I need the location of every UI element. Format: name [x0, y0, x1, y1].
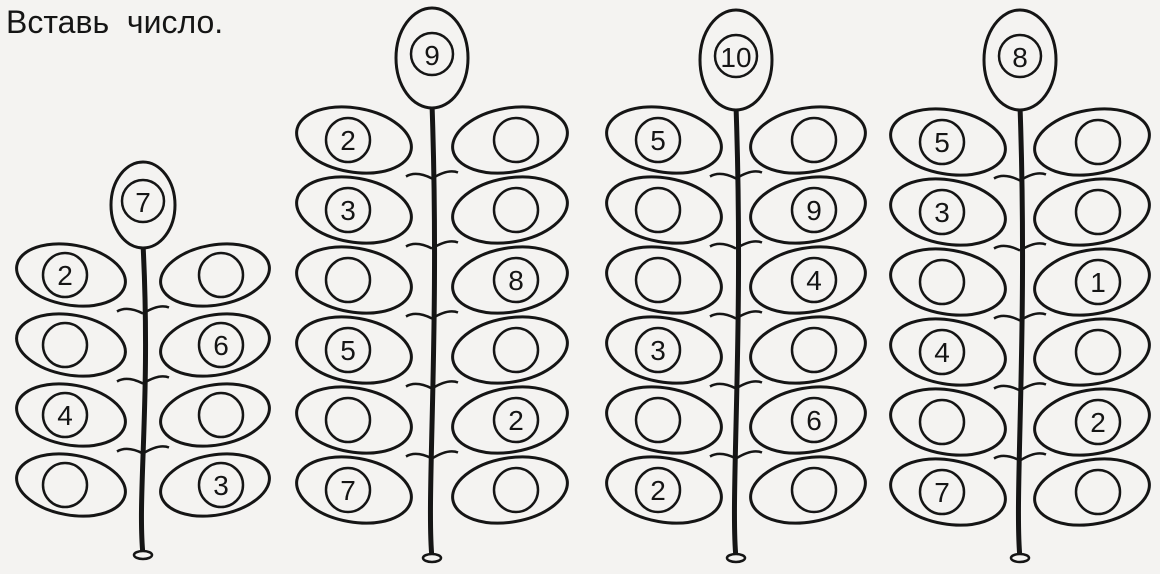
sprout	[710, 314, 736, 319]
leaf-number: 3	[213, 470, 229, 501]
leaf-number: 4	[806, 265, 822, 296]
leaf-number: 7	[934, 477, 950, 508]
sprout	[143, 446, 169, 453]
leaf-number: 2	[508, 405, 524, 436]
top-number: 10	[720, 42, 751, 73]
left-leaf	[885, 240, 1010, 323]
top-number: 8	[1012, 42, 1028, 73]
leaf-number: 4	[57, 400, 73, 431]
sprout	[736, 381, 762, 388]
leaf-number: 8	[508, 265, 524, 296]
right-leaf	[156, 236, 275, 314]
right-leaf	[745, 308, 870, 391]
leaf-number: 1	[1090, 267, 1106, 298]
left-leaf	[291, 378, 416, 461]
left-leaf	[601, 238, 726, 321]
stem-base	[727, 554, 745, 562]
sprout	[432, 451, 458, 458]
leaf-number: 3	[340, 195, 356, 226]
leaf-number: 4	[934, 337, 950, 368]
right-leaf	[447, 308, 572, 391]
sprout	[710, 174, 736, 179]
sprout	[994, 316, 1020, 321]
left-leaf	[601, 378, 726, 461]
right-leaf	[447, 448, 572, 531]
leaf-number: 2	[340, 125, 356, 156]
sprout	[994, 456, 1020, 461]
sprout	[406, 384, 432, 389]
top-number: 9	[424, 40, 440, 71]
plant-1: 7 2 6 4 3	[12, 162, 275, 559]
right-leaf	[156, 376, 275, 454]
leaf-number: 6	[213, 330, 229, 361]
left-leaf	[291, 238, 416, 321]
leaf-number: 5	[934, 127, 950, 158]
sprout	[710, 454, 736, 459]
stem-base	[1011, 554, 1029, 562]
leaf-number: 7	[340, 475, 356, 506]
leaf-number: 9	[806, 195, 822, 226]
sprout	[432, 381, 458, 388]
sprout	[994, 386, 1020, 391]
right-leaf	[447, 168, 572, 251]
sprout	[1020, 383, 1046, 390]
right-leaf	[745, 448, 870, 531]
stem	[734, 106, 738, 558]
sprout	[406, 174, 432, 179]
sprout	[1020, 453, 1046, 460]
sprout	[736, 451, 762, 458]
leaf-number: 3	[650, 335, 666, 366]
leaf-number: 2	[1090, 407, 1106, 438]
right-leaf	[745, 98, 870, 181]
stem	[1018, 106, 1022, 558]
plant-3: 10 5 9 4 3 6 2	[601, 10, 870, 562]
sprout	[117, 449, 143, 454]
sprout	[710, 384, 736, 389]
leaf-number: 5	[650, 125, 666, 156]
sprout	[117, 379, 143, 384]
plant-2: 9 2 3 8 5 2 7	[291, 8, 572, 562]
top-number: 7	[135, 187, 151, 218]
leaf-number: 5	[340, 335, 356, 366]
right-leaf	[1029, 170, 1154, 253]
sprout	[117, 309, 143, 314]
sprout	[994, 176, 1020, 181]
right-leaf	[1029, 450, 1154, 533]
leaf-number: 3	[934, 197, 950, 228]
sprout	[406, 454, 432, 459]
sprout	[406, 244, 432, 249]
leaf-number: 2	[650, 475, 666, 506]
leaf-number: 6	[806, 405, 822, 436]
right-leaf	[1029, 310, 1154, 393]
plant-4: 8 5 3 1 4 2 7	[885, 10, 1154, 562]
left-leaf	[601, 168, 726, 251]
right-leaf	[447, 98, 572, 181]
left-leaf	[12, 446, 131, 524]
stem-base	[423, 554, 441, 562]
sprout	[994, 246, 1020, 251]
leaf-number: 2	[57, 260, 73, 291]
sprout	[710, 244, 736, 249]
right-leaf	[1029, 100, 1154, 183]
stem	[141, 244, 145, 555]
stem-base	[134, 551, 152, 559]
stem	[430, 104, 434, 558]
left-leaf	[885, 380, 1010, 463]
sprout	[406, 314, 432, 319]
left-leaf	[12, 306, 131, 384]
